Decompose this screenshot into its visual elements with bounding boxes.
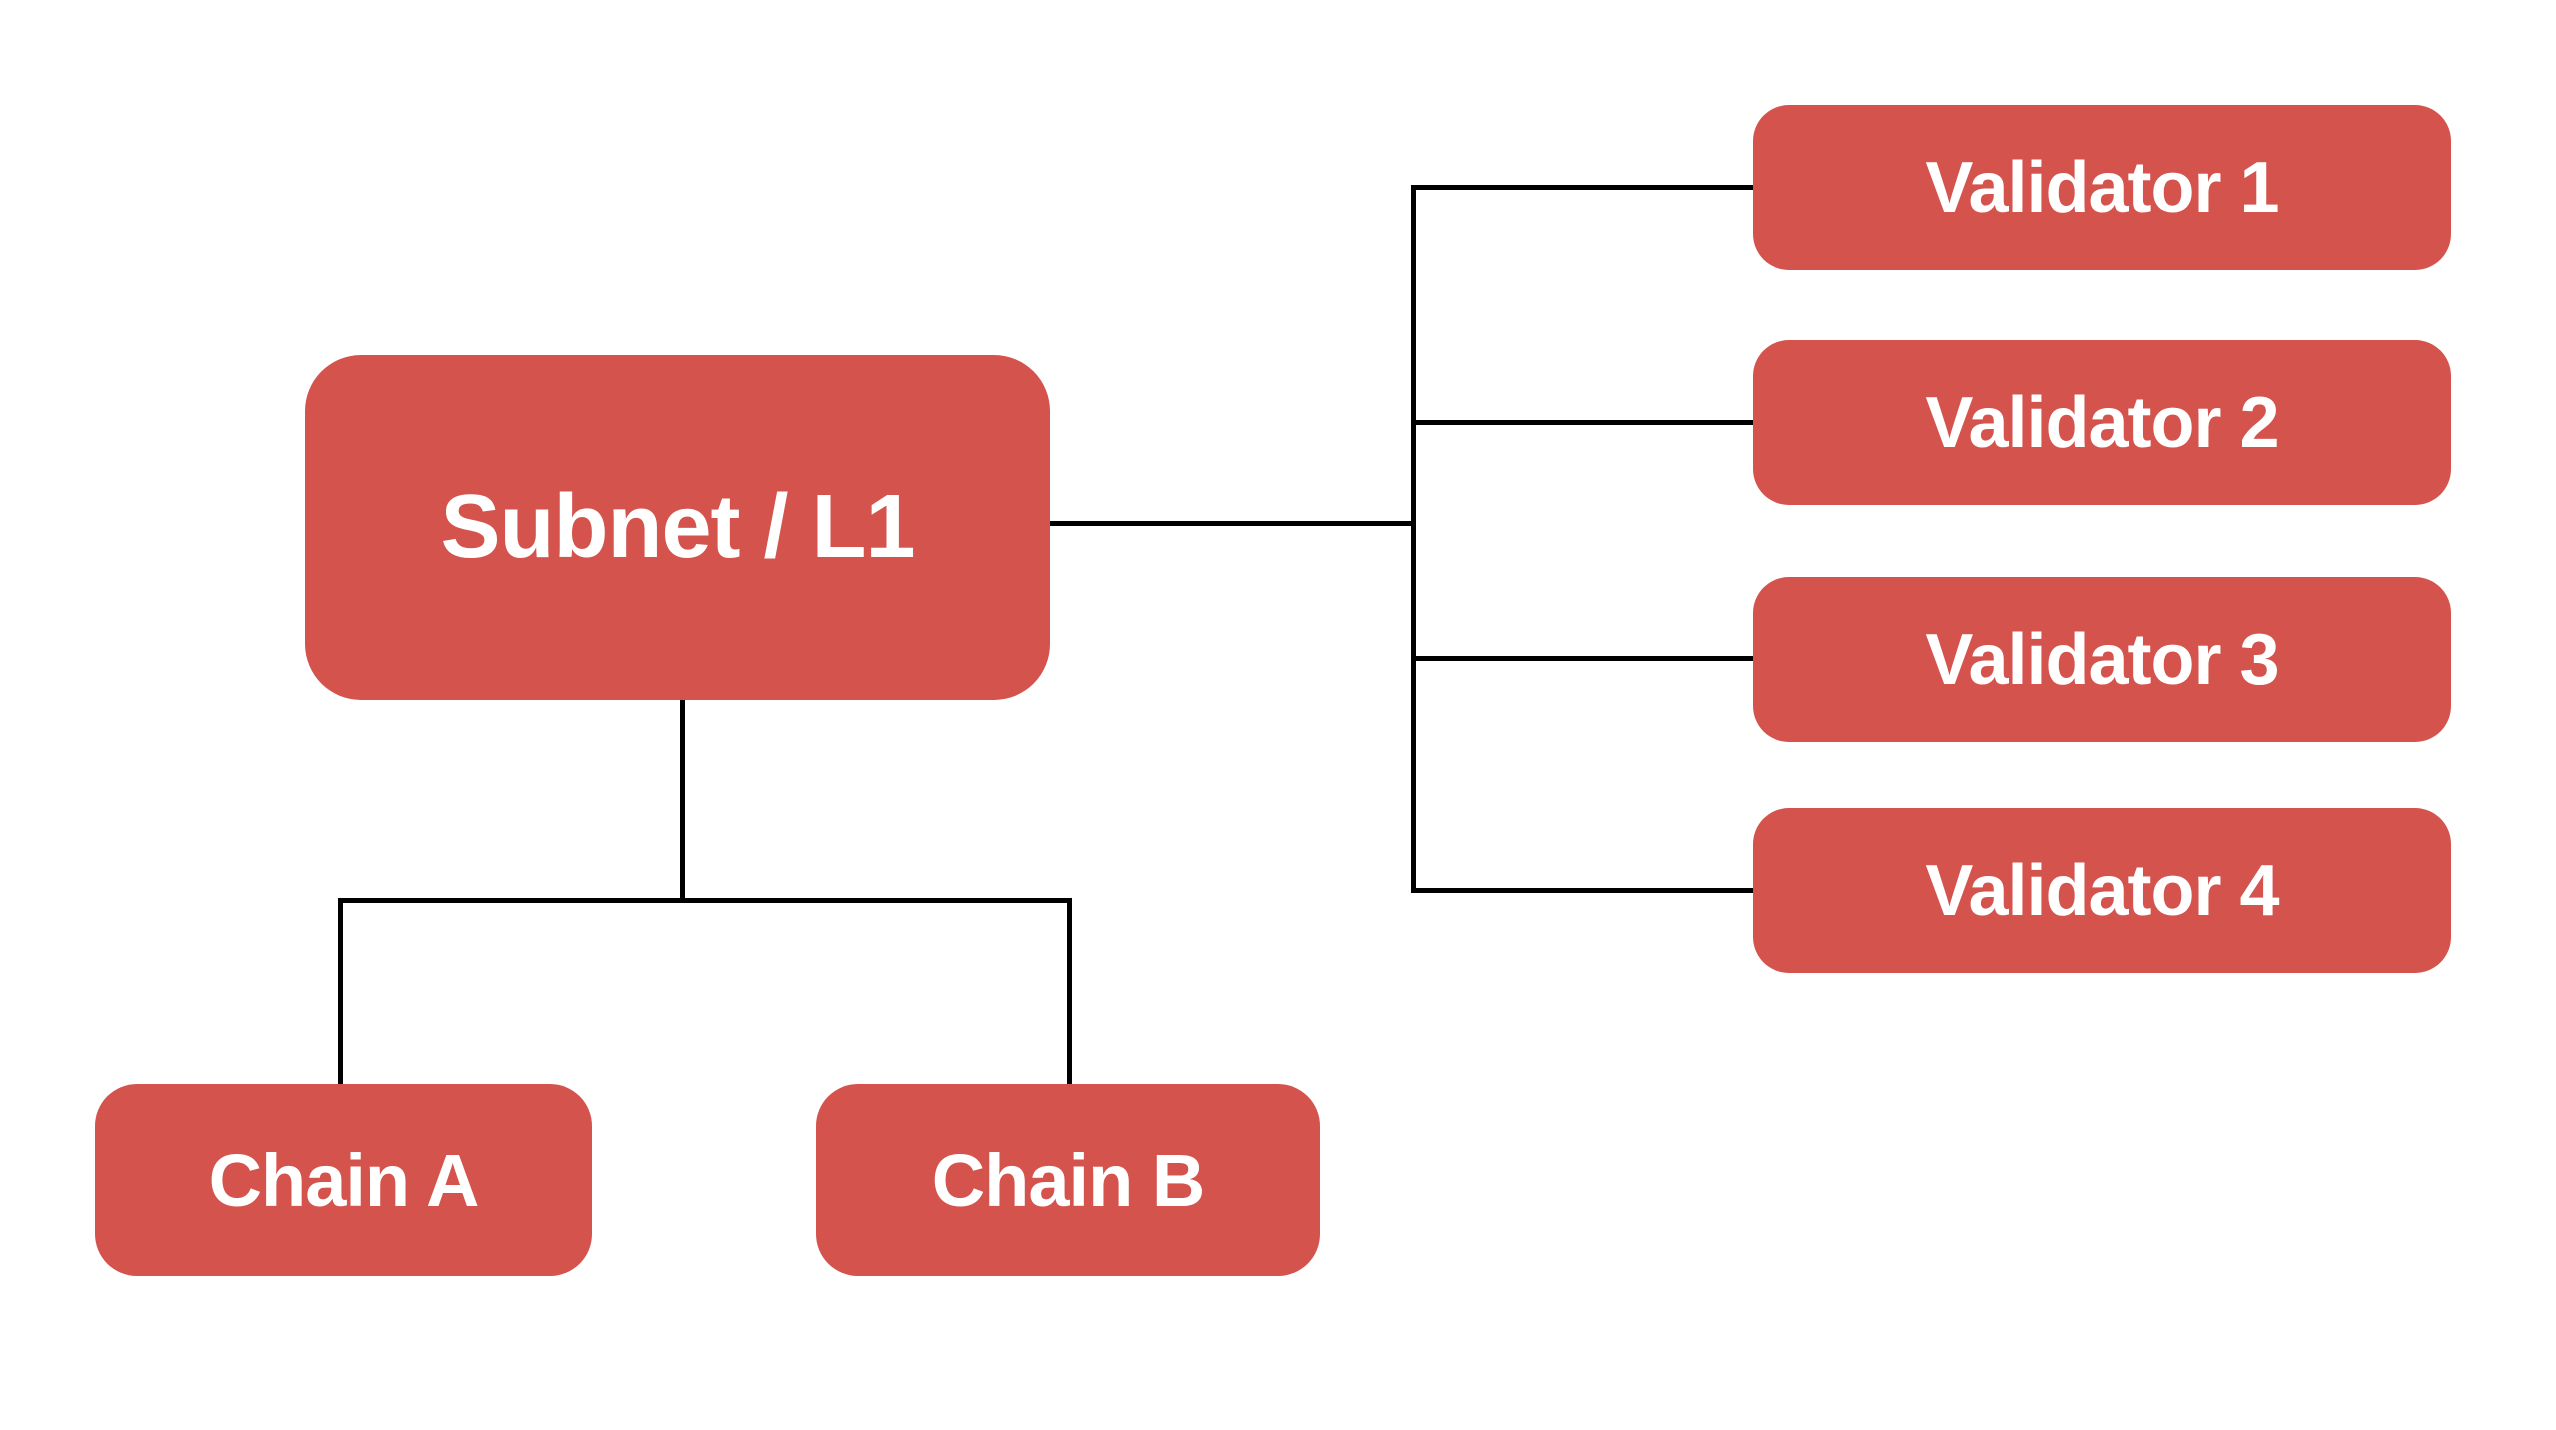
validator-3-label: Validator 3 (1925, 619, 2279, 700)
validator-node-2: Validator 2 (1753, 340, 2451, 505)
validator-1-label: Validator 1 (1925, 147, 2279, 228)
chain-b-label: Chain B (931, 1138, 1206, 1222)
chain-node-b: Chain B (816, 1084, 1320, 1276)
validator-node-4: Validator 4 (1753, 808, 2451, 973)
connector-subnet-to-validator-trunk (1048, 521, 1415, 526)
connector-trunk-to-validator-2 (1411, 420, 1753, 425)
subnet-node: Subnet / L1 (305, 355, 1050, 700)
validator-4-label: Validator 4 (1925, 850, 2279, 931)
chain-a-label: Chain A (208, 1138, 480, 1222)
connector-chain-bus (338, 898, 1072, 903)
validator-node-1: Validator 1 (1753, 105, 2451, 270)
connector-subnet-to-chain-bus (680, 698, 685, 903)
connector-validator-trunk (1411, 185, 1416, 893)
connector-trunk-to-validator-4 (1411, 888, 1753, 893)
validator-2-label: Validator 2 (1925, 382, 2279, 463)
subnet-label: Subnet / L1 (440, 477, 915, 577)
connector-trunk-to-validator-1 (1411, 185, 1753, 190)
connector-trunk-to-validator-3 (1411, 656, 1753, 661)
chain-node-a: Chain A (95, 1084, 592, 1276)
validator-node-3: Validator 3 (1753, 577, 2451, 742)
connector-bus-to-chain-b (1067, 898, 1072, 1088)
connector-bus-to-chain-a (338, 898, 343, 1088)
